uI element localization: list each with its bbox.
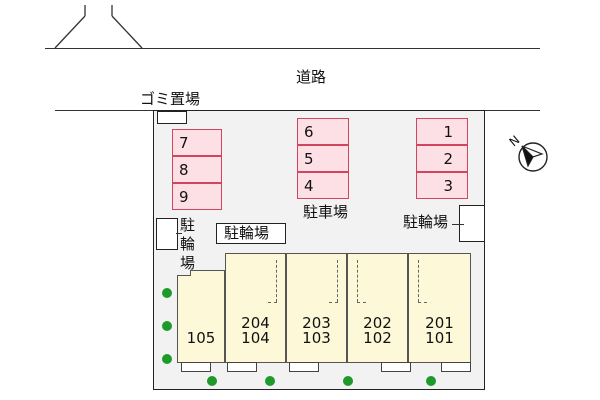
bike-parking-left-char-1: 駐 (180, 216, 196, 234)
parking-space-7: 7 (172, 129, 222, 156)
garbage-area (157, 111, 187, 124)
bike-parking-right-leader (452, 224, 464, 226)
parking-space-9: 9 (172, 183, 222, 210)
tree-7 (426, 376, 436, 386)
north-arrow-icon (518, 142, 548, 172)
unit-104-204 (225, 253, 286, 363)
entrance-step-103 (289, 362, 319, 372)
stair-outline-2 (337, 260, 338, 302)
parking-label: 駐車場 (303, 203, 349, 221)
unit-label-105: 105 (186, 329, 216, 347)
road-intersection-lines (54, 5, 143, 49)
bike-parking-left-char-3: 場 (180, 254, 196, 272)
entrance-step-102 (381, 362, 411, 372)
stair-outline-1 (276, 260, 277, 302)
stair-outline-4b (418, 302, 427, 303)
unit-label-203: 203 (302, 314, 331, 332)
road-label: 道路 (296, 68, 327, 86)
unit-label-102: 102 (363, 329, 392, 347)
stair-outline-2b (329, 302, 338, 303)
unit-label-202: 202 (363, 314, 392, 332)
bike-parking-right (459, 205, 485, 242)
bike-parking-center-label: 駐輪場 (224, 224, 270, 242)
tree-6 (343, 376, 353, 386)
tree-2 (162, 321, 172, 331)
tree-3 (162, 354, 172, 364)
road-upper-edge (45, 48, 540, 50)
unit-label-101: 101 (425, 329, 454, 347)
parking-space-5: 5 (297, 145, 349, 172)
bike-parking-left (156, 218, 178, 250)
tree-5 (265, 376, 275, 386)
stair-outline-3 (357, 260, 358, 302)
unit-label-104: 104 (241, 329, 270, 347)
parking-space-1: 1 (416, 118, 468, 145)
unit-label-204: 204 (241, 314, 270, 332)
unit-103-203 (286, 253, 347, 363)
garbage-area-label: ゴミ置場 (140, 90, 201, 108)
unit-label-103: 103 (302, 329, 331, 347)
parking-space-6: 6 (297, 118, 349, 145)
parking-space-4: 4 (297, 172, 349, 199)
bike-parking-right-label: 駐輪場 (403, 213, 449, 231)
bike-parking-center (216, 223, 286, 244)
stair-outline-4 (418, 260, 419, 302)
unit-105 (177, 275, 225, 363)
bike-parking-left-leader (176, 233, 182, 235)
entrance-step-101 (441, 362, 471, 372)
unit-105-notch (190, 270, 225, 276)
stair-outline-1b (268, 302, 277, 303)
tree-1 (162, 288, 172, 298)
entrance-step-104 (227, 362, 257, 372)
bike-parking-left-char-2: 輪 (180, 235, 196, 253)
stair-outline-3b (357, 302, 366, 303)
parking-space-2: 2 (416, 145, 468, 172)
tree-4 (207, 376, 217, 386)
entrance-step-105 (181, 362, 211, 372)
parking-space-8: 8 (172, 156, 222, 183)
unit-label-201: 201 (425, 314, 454, 332)
parking-space-3: 3 (416, 172, 468, 199)
